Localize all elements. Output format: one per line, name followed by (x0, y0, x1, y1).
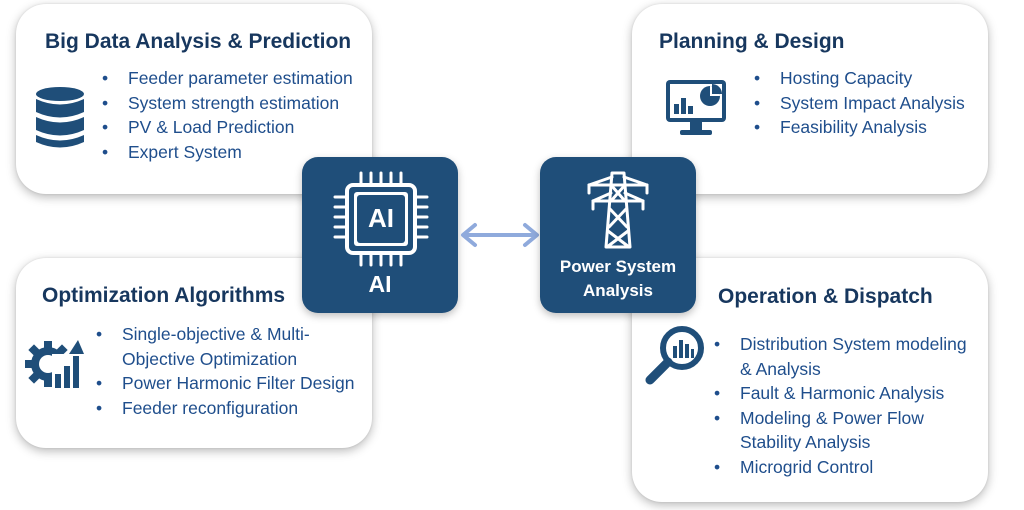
list-item: Expert System (102, 140, 353, 165)
hub-ai: AI AI (302, 157, 458, 313)
list-item: Fault & Harmonic Analysis (714, 381, 967, 406)
list-item: & Analysis (740, 358, 821, 379)
hub-power-label-line2: Analysis (583, 281, 653, 300)
hub-ai-label: AI (368, 271, 392, 297)
list-item: System Impact Analysis (754, 91, 965, 116)
list-item: Feeder reconfiguration (96, 396, 354, 421)
database-icon (36, 87, 84, 148)
card-title-planning: Planning & Design (659, 30, 845, 53)
bullet-list-operation: Distribution System modeling & Analysis … (714, 332, 967, 479)
list-item: Stability Analysis (740, 432, 871, 452)
list-item: Modeling & Power Flow (714, 406, 967, 431)
ai-chip-icon (333, 171, 429, 267)
transmission-tower-icon (587, 171, 649, 249)
list-item: PV & Load Prediction (102, 115, 353, 140)
card-title-operation: Operation & Dispatch (718, 285, 933, 308)
bullet-list-planning: Hosting Capacity System Impact Analysis … (754, 66, 965, 140)
list-item: Objective Optimization (122, 348, 298, 369)
gear-chart-icon (25, 340, 84, 390)
bullet-list-optimization: Single-objective & Multi- Objective Opti… (96, 322, 354, 420)
list-item: Hosting Capacity (754, 66, 965, 91)
list-item: System strength estimation (102, 91, 353, 116)
card-title-big-data: Big Data Analysis & Prediction (45, 30, 352, 53)
list-item: Single-objective & Multi- (96, 322, 354, 347)
ai-chip-text: AI (368, 203, 394, 233)
card-big-data: Big Data Analysis & Prediction Feeder pa… (16, 4, 372, 194)
monitor-chart-icon (666, 80, 726, 135)
hub-power-system: Power System Analysis (540, 157, 696, 313)
list-item: Feasibility Analysis (754, 115, 965, 140)
hub-power-label-line1: Power System (559, 257, 677, 276)
card-title-optimization: Optimization Algorithms (42, 284, 286, 307)
magnifier-chart-icon (645, 326, 704, 385)
list-item: Distribution System modeling (714, 332, 967, 357)
card-planning: Planning & Design Hosting Capacity Syste… (632, 4, 988, 194)
list-item: Feeder parameter estimation (102, 66, 353, 91)
list-item: Microgrid Control (714, 455, 967, 480)
double-arrow-icon (461, 223, 539, 247)
list-item: Power Harmonic Filter Design (96, 371, 354, 396)
bullet-list-big-data: Feeder parameter estimation System stren… (102, 66, 353, 164)
